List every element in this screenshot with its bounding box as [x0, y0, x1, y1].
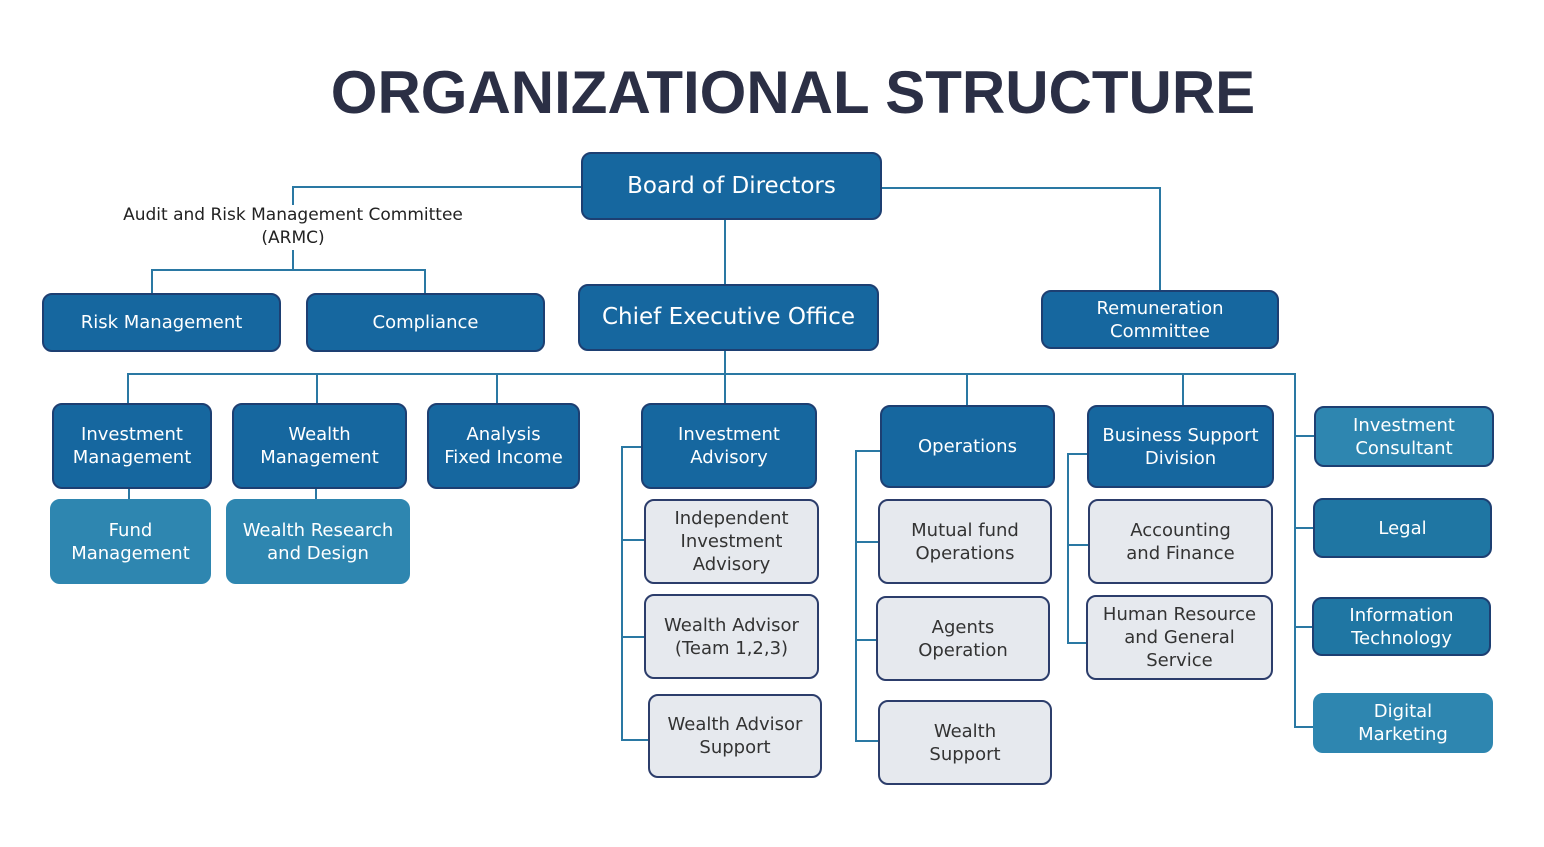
investment-consultant-box: Investment Consultant [1314, 406, 1494, 467]
ceo-box: Chief Executive Office [578, 284, 879, 351]
risk-management-box: Risk Management [42, 293, 281, 352]
compliance-box: Compliance [306, 293, 545, 352]
investment-advisory-box: Investment Advisory [641, 403, 817, 489]
armc-label: Audit and Risk Management Committee (ARM… [123, 205, 463, 248]
legal-box: Legal [1313, 498, 1492, 558]
page-title: ORGANIZATIONAL STRUCTURE [330, 59, 1256, 126]
information-technology-box: Information Technology [1312, 597, 1491, 656]
fund-management-box: Fund Management [50, 499, 211, 584]
hr-general-service-box: Human Resource and General Service [1086, 595, 1273, 680]
agents-operation-box: Agents Operation [876, 596, 1050, 681]
wealth-research-design-box: Wealth Research and Design [226, 499, 410, 584]
accounting-finance-box: Accounting and Finance [1088, 499, 1273, 584]
remuneration-committee-box: Remuneration Committee [1041, 290, 1279, 349]
analysis-fixed-income-box: Analysis Fixed Income [427, 403, 580, 489]
operations-box: Operations [880, 405, 1055, 488]
board-of-directors-box: Board of Directors [581, 152, 882, 220]
investment-management-box: Investment Management [52, 403, 212, 489]
business-support-division-box: Business Support Division [1087, 405, 1274, 488]
digital-marketing-box: Digital Marketing [1313, 693, 1493, 753]
mutual-fund-operations-box: Mutual fund Operations [878, 499, 1052, 584]
wealth-advisor-team-box: Wealth Advisor (Team 1,2,3) [644, 594, 819, 679]
wealth-advisor-support-box: Wealth Advisor Support [648, 694, 822, 778]
wealth-support-box: Wealth Support [878, 700, 1052, 785]
independent-investment-advisory-box: Independent Investment Advisory [644, 499, 819, 584]
wealth-management-box: Wealth Management [232, 403, 407, 489]
